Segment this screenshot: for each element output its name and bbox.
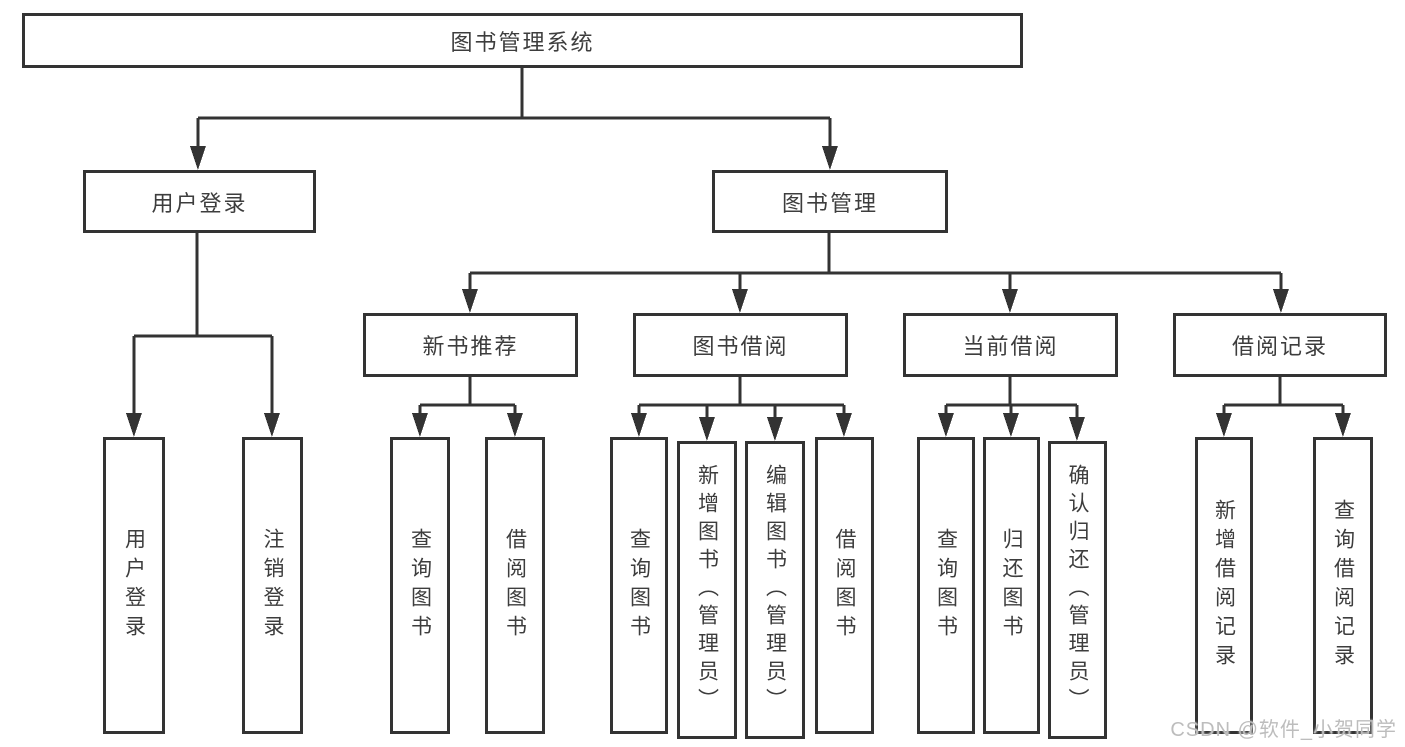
leaf-confirm-return-admin: 确认归还（管理员） [1048,441,1107,739]
node-book-management: 图书管理 [712,170,948,233]
leaf-query-borrow-record: 查询借阅记录 [1313,437,1373,734]
csdn-watermark: CSDN @软件_小贺同学 [1170,719,1397,741]
leaf-borrow-query-books: 查询图书 [610,437,668,734]
leaf-edit-books-admin: 编辑图书（管理员） [745,441,805,739]
node-borrow-record: 借阅记录 [1173,313,1387,377]
leaf-return-books: 归还图书 [983,437,1040,734]
leaf-recommend-borrow-books: 借阅图书 [485,437,545,734]
leaf-borrow-borrow-books: 借阅图书 [815,437,874,734]
node-current-borrow: 当前借阅 [903,313,1118,377]
node-book-borrow: 图书借阅 [633,313,848,377]
leaf-user-login: 用户登录 [103,437,165,734]
root-node-book-management-system: 图书管理系统 [22,13,1023,68]
leaf-current-query-books: 查询图书 [917,437,975,734]
node-new-book-recommend: 新书推荐 [363,313,578,377]
leaf-add-borrow-record: 新增借阅记录 [1195,437,1253,734]
node-user-login: 用户登录 [83,170,316,233]
leaf-logout: 注销登录 [242,437,303,734]
leaf-recommend-query-books: 查询图书 [390,437,450,734]
leaf-add-books-admin: 新增图书（管理员） [677,441,737,739]
